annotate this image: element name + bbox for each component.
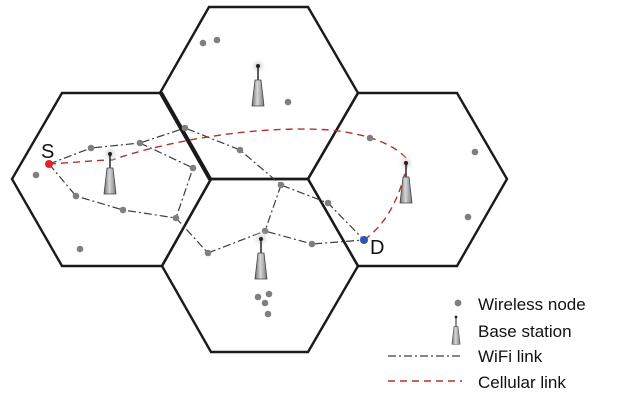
- base-stations: [101, 57, 415, 280]
- legend-cellular-label: Cellular link: [478, 373, 566, 392]
- destination-node: [360, 236, 368, 244]
- legend-node-marker: [454, 299, 462, 307]
- wireless-node: [32, 171, 40, 179]
- wireless-node: [308, 240, 316, 248]
- wireless-node: [265, 290, 273, 298]
- base-station-icon: [451, 315, 461, 345]
- wifi-link: [48, 163, 365, 254]
- hex-cell: [160, 177, 360, 354]
- legend-wifi-label: WiFi link: [478, 347, 543, 366]
- wireless-node: [261, 299, 269, 307]
- legend-base-station-label: Base station: [478, 322, 572, 341]
- base-station-icon: [397, 154, 415, 204]
- wireless-node: [204, 249, 212, 257]
- wireless-node: [366, 134, 374, 142]
- wireless-node: [72, 192, 80, 200]
- wireless-node: [181, 124, 189, 132]
- source-node: [45, 160, 53, 168]
- wireless-node: [119, 206, 127, 214]
- wireless-node: [236, 146, 244, 154]
- wireless-node: [464, 213, 472, 221]
- wireless-node: [199, 39, 207, 47]
- wireless-node: [189, 164, 197, 172]
- base-station-icon: [252, 230, 270, 280]
- hexagonal-cells: [10, 5, 509, 354]
- base-station-icon: [249, 57, 267, 107]
- wireless-node: [136, 139, 144, 147]
- legend: Wireless node Base station WiFi link Cel…: [388, 295, 586, 392]
- legend-wireless-node-label: Wireless node: [478, 295, 586, 314]
- wireless-node: [471, 148, 479, 156]
- wireless-node: [277, 181, 285, 189]
- wireless-node: [254, 293, 262, 301]
- wireless-node: [172, 214, 180, 222]
- wireless-node: [324, 199, 332, 207]
- wifi-link: [48, 127, 365, 241]
- wireless-node: [213, 36, 221, 44]
- wifi-link: [264, 184, 282, 232]
- wireless-node: [87, 144, 95, 152]
- wireless-node: [76, 245, 84, 253]
- wireless-node: [264, 310, 272, 318]
- destination-label: D: [370, 237, 384, 259]
- legend-base-station-icon: [451, 315, 461, 345]
- wifi-link: [139, 142, 194, 219]
- wifi-links: [48, 127, 365, 254]
- base-station-icon: [101, 145, 119, 195]
- source-label: S: [41, 141, 54, 163]
- wireless-node: [284, 98, 292, 106]
